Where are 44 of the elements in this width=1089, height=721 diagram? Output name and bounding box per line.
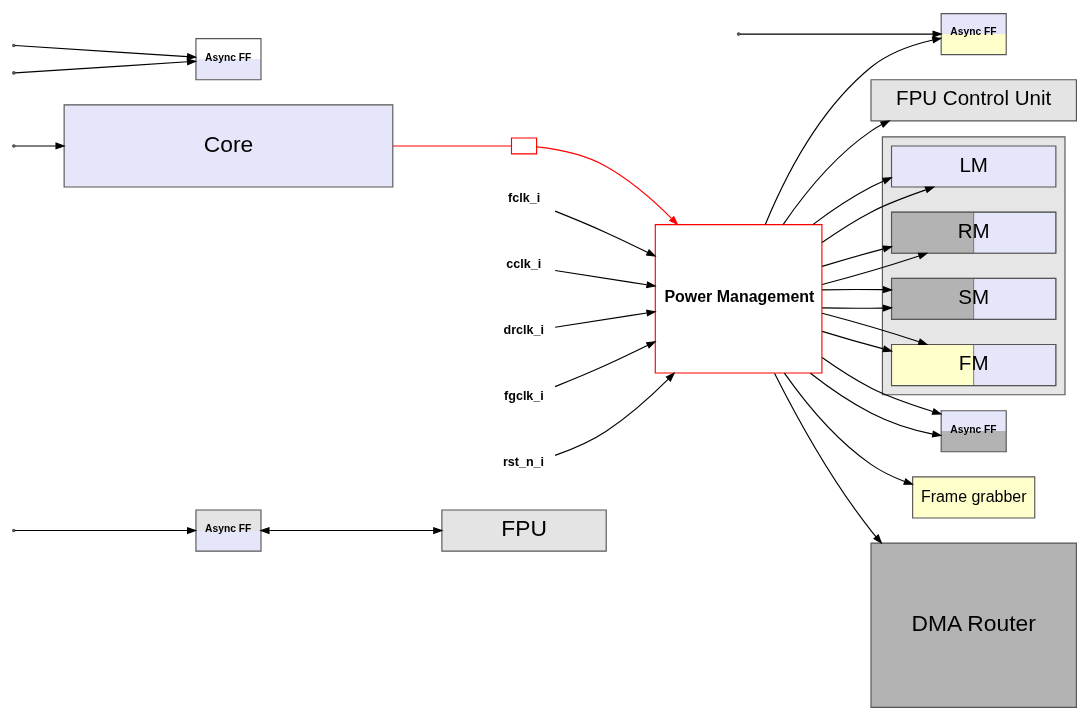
node-text: fclk_i [508, 190, 541, 205]
node-text: fgclk_i [504, 389, 544, 404]
arrow [554, 372, 676, 456]
arrow [554, 340, 657, 388]
arrow [14, 142, 66, 150]
node-text: rst_n_i [502, 455, 545, 470]
arrow [783, 372, 914, 485]
arrow [821, 245, 894, 267]
arrow [536, 146, 679, 226]
node-box: Async FF [195, 38, 262, 81]
node-box: Frame grabber [912, 476, 1036, 519]
arrow [554, 309, 657, 328]
node-box: DMA Router [870, 542, 1077, 708]
node-box: FPU [441, 509, 607, 552]
node-box: Async FF [195, 509, 262, 552]
node-box [510, 137, 538, 155]
arrow [774, 372, 883, 545]
arrow [821, 252, 929, 286]
arrow [821, 312, 929, 346]
arrow [821, 356, 943, 415]
node-box: FPU Control Unit [870, 79, 1077, 122]
arrow [554, 210, 657, 257]
arrow [739, 30, 943, 44]
arrow [821, 286, 894, 294]
node-box: LM [890, 145, 1057, 188]
node-box: Power Management [654, 224, 823, 374]
node-text: drclk_i [503, 323, 544, 338]
arrow [821, 186, 936, 244]
arrow [259, 526, 444, 535]
node-box: Async FF [940, 410, 1007, 453]
arrow [764, 30, 943, 226]
arrow [554, 269, 657, 289]
node-text: cclk_i [506, 256, 542, 271]
arrow [809, 372, 943, 438]
arrow [821, 330, 894, 353]
connector [392, 145, 512, 147]
arrow [14, 526, 198, 535]
arrow [821, 304, 894, 312]
arrow [782, 120, 891, 226]
arrow [14, 53, 198, 74]
arrow [812, 177, 893, 226]
node-box: Core [63, 104, 394, 188]
arrow [14, 44, 198, 66]
node-box: Async FF [940, 13, 1007, 56]
